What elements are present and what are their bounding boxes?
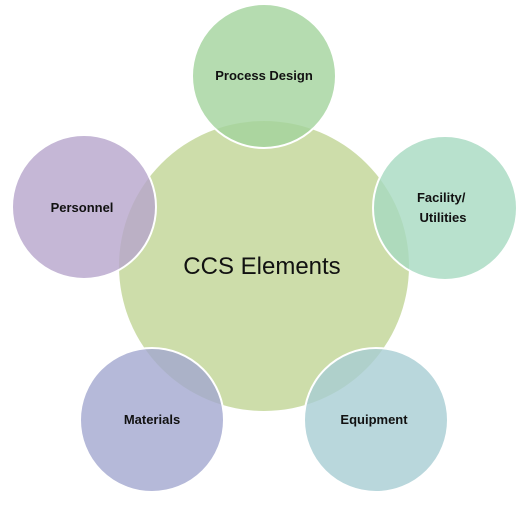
node-label: Materials: [124, 412, 180, 427]
center-circle: [119, 121, 409, 411]
center-label: CCS Elements: [183, 253, 340, 280]
node-circle: [303, 347, 449, 493]
node-personnel: Personnel: [11, 134, 157, 280]
node-label-line: Process Design: [215, 68, 313, 83]
node-label-line: Facility/: [417, 190, 466, 205]
node-label-line: Personnel: [51, 200, 114, 215]
node-circle: [79, 347, 225, 493]
node-circle: [191, 3, 337, 149]
node-label-line: Utilities: [420, 210, 467, 225]
node-facility-utilities: Facility/ Utilities: [372, 135, 518, 281]
node-label: Facility/ Utilities: [417, 190, 469, 225]
node-circle: [11, 134, 157, 280]
node-equipment: Equipment: [303, 347, 449, 493]
node-label: Personnel: [51, 200, 114, 215]
node-label-line: Equipment: [340, 412, 408, 427]
node-circle: [372, 135, 518, 281]
node-label-line: Materials: [124, 412, 180, 427]
node-label: Process Design: [215, 68, 313, 83]
node-process-design: Process Design: [191, 3, 337, 149]
node-label: Equipment: [340, 412, 408, 427]
node-materials: Materials: [79, 347, 225, 493]
